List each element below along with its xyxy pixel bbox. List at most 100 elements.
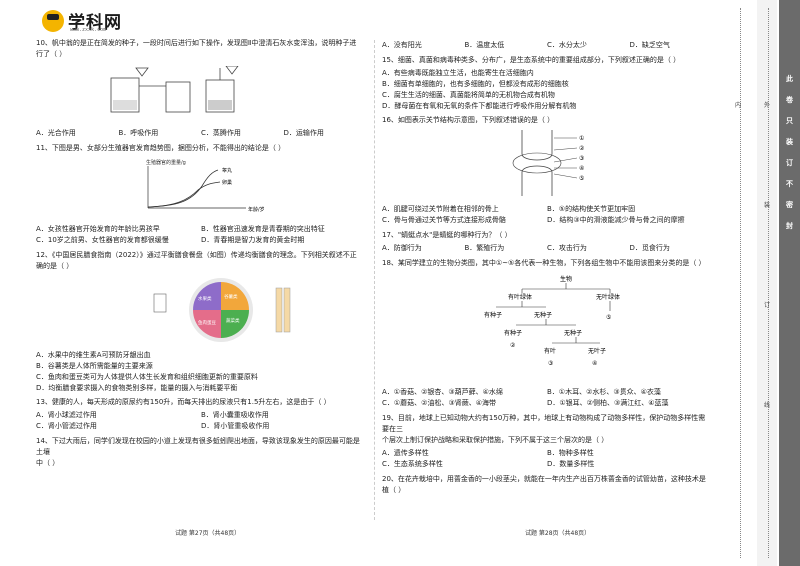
brand-name: 学科网: [68, 13, 122, 33]
question-19: 19、目前，地球上已知动物大约有150万种，其中，地球上有动物构成了动物多样性，…: [382, 414, 706, 444]
left-column: 10、帆中翁的是正在简发的种子，一段时间后进行如下操作，发现图Ⅱ中澄清石灰水变浑…: [36, 38, 366, 471]
plate-vegetables: [221, 310, 249, 338]
legend-ovary: 卵巢: [222, 179, 232, 186]
binding-strip: [757, 0, 777, 566]
option-c[interactable]: C．肾小管滤过作用: [36, 422, 97, 430]
option-c[interactable]: C．水分太少: [547, 41, 587, 49]
q13-options: A．肾小球滤过作用 B．肾小囊重吸收作用 C．肾小管滤过作用 D．肾小管重吸收作…: [36, 410, 366, 432]
option-c[interactable]: C．骨与骨通过关节等方式连接形成骨骼: [382, 216, 506, 224]
option-d[interactable]: D．运输作用: [283, 129, 324, 137]
option-d[interactable]: D．结构③中的滑液能减少骨与骨之间的摩擦: [547, 216, 685, 224]
option-d[interactable]: D．觅食行为: [629, 244, 670, 252]
option-b[interactable]: B．肾小囊重吸收作用: [201, 411, 269, 419]
option-c[interactable]: C．攻击行为: [547, 244, 587, 252]
q16-options: A．肌腱可绕过关节附着在相邻的骨上 B．⑤的结构使关节更加牢固 C．骨与骨通过关…: [382, 204, 712, 226]
option-d[interactable]: D．数量多样性: [547, 460, 595, 468]
diet-plate-figure: 谷薯类 蔬菜类 鱼肉蛋豆 水果类: [153, 278, 291, 342]
outer-binding-line: [768, 8, 769, 558]
option-b[interactable]: B．呼吸作用: [118, 129, 159, 137]
option-c[interactable]: C．生态系统多样性: [382, 460, 443, 468]
option-a[interactable]: A．水果中的维生素A可预防牙龈出血: [36, 351, 151, 359]
node-no-seed: 无种子: [534, 311, 552, 319]
plate-grains: [221, 282, 249, 310]
q11-options: A．女孩性器官开始发育的年龄比男孩早 B．性器官迅速发育是青春期的突出特征 C．…: [36, 224, 366, 246]
seal-bar: [779, 0, 800, 566]
option-b[interactable]: B．繁殖行为: [464, 244, 505, 252]
q15-options: A．有些病毒既能独立生活，也能寄生在活细胞内 B．细菌有单细胞的，也有多细胞的，…: [382, 68, 712, 112]
svg-text:水果类: 水果类: [198, 295, 212, 302]
option-b[interactable]: B．⑤的结构使关节更加牢固: [547, 205, 636, 213]
liquid: [208, 100, 232, 110]
option-b[interactable]: B．①木耳、②水杉、③贯众、④衣藻: [547, 388, 661, 396]
option-a[interactable]: A．有些病毒既能独立生活，也能寄生在活细胞内: [382, 69, 534, 77]
node-no-leaf: 无叶子: [588, 347, 606, 355]
classification-tree: 生物 有叶绿体 无叶绿体 有种子 无种子 ⑤ 有种子 无种子 ① 有叶 无叶子 …: [484, 275, 620, 367]
upper-bone: [521, 130, 553, 161]
seal-char-5: 订: [786, 159, 793, 167]
q19-options: A．遗传多样性 B．物种多样性 C．生态系统多样性 D．数量多样性: [382, 448, 712, 470]
node-no-seed-2: 无种子: [564, 329, 582, 337]
option-d[interactable]: D．青春期是智力发育的黄金时期: [201, 236, 305, 244]
outer-label: 外: [764, 102, 771, 109]
label-4: ④: [579, 165, 584, 172]
column-divider: [374, 40, 375, 520]
svg-text:蔬菜类: 蔬菜类: [226, 317, 240, 324]
question-15: 15、细菌、真菌和病毒种类多、分布广，是生态系统中的重要组成部分，下列叙述正确的…: [382, 56, 681, 64]
testis-curve: [147, 169, 219, 208]
node-has-seed-2: 有种子: [504, 329, 522, 337]
option-a[interactable]: A．肌腱可绕过关节附着在相邻的骨上: [382, 205, 499, 213]
option-d[interactable]: D．均衡膳食要求摄入的食物类别多样，能量的摄入与消耗要平衡: [36, 384, 238, 392]
option-d[interactable]: D．①银耳、②侧柏、③满江红、④蓝藻: [547, 399, 669, 407]
option-d[interactable]: D．肾小管重吸收作用: [201, 422, 270, 430]
option-c[interactable]: C．腐生生活的细菌、真菌能将简单的无机物合成有机物: [382, 91, 555, 99]
brand-logo: 学科网: [42, 8, 122, 33]
option-a[interactable]: A．没有阳光: [382, 41, 422, 49]
inner-binding-line: [740, 8, 741, 558]
legend-testis: 睾丸: [222, 167, 232, 174]
bind-label-ding: 订: [764, 302, 771, 309]
chopsticks-icon: [275, 287, 283, 333]
question-18: 18、某同学建立的生物分类图，其中①~⑤各代表一种生物，下列各组生物中不能用该图…: [382, 259, 706, 267]
option-a[interactable]: A．光合作用: [36, 129, 76, 137]
option-b[interactable]: B．温度太低: [464, 41, 505, 49]
option-a[interactable]: A．肾小球滤过作用: [36, 411, 97, 419]
question-12: 12、《中国居民膳食指南（2022）》通过平衡膳食餐盘（如图）传递均衡膳食的理念…: [36, 251, 357, 270]
question-20: 20、在花卉栽培中，用蔷金香的一小段茎尖，就能在一年内生产出百万株蔷金香的试管幼…: [382, 475, 706, 494]
chart-y-label: 生殖器官的重量/g: [146, 159, 186, 166]
option-c[interactable]: C．①蘑菇、②油松、③肾蕨、④海带: [382, 399, 496, 407]
svg-text:鱼肉蛋豆: 鱼肉蛋豆: [198, 319, 216, 326]
flask-2: [165, 81, 191, 113]
option-d[interactable]: D．酵母菌在有氧和无氧的条件下都能进行呼吸作用分解有机物: [382, 102, 577, 110]
option-c[interactable]: C．鱼肉和蛋豆类可为人体提供人体生长发育和组织细胞更新的重要原料: [36, 373, 258, 381]
node-no-chlorophyll: 无叶绿体: [596, 293, 620, 301]
q18-options: A．①香菇、②银杏、③葫芦藓、④水绵 B．①木耳、②水杉、③贯众、④衣藻 C．①…: [382, 387, 712, 409]
plate-fruit: [193, 282, 221, 310]
option-b[interactable]: B．细菌有单细胞的，也有多细胞的，但都没有成形的细胞核: [382, 80, 569, 88]
label-5: ⑤: [579, 175, 584, 182]
seal-char-1: 此: [786, 75, 793, 83]
option-b[interactable]: B．谷薯类是人体所需能量的主要来源: [36, 362, 153, 370]
option-c[interactable]: C．蒸腾作用: [201, 129, 241, 137]
flask-1: [110, 77, 140, 113]
milk-cup-icon: [153, 293, 167, 313]
option-c[interactable]: C．10岁之前男、女性器官的发育都很缓慢: [36, 236, 169, 244]
ovary-curve: [147, 181, 221, 208]
seal-char-4: 装: [786, 138, 793, 146]
option-a[interactable]: A．①香菇、②银杏、③葫芦藓、④水绵: [382, 388, 503, 396]
label-3: ③: [579, 155, 584, 162]
option-d[interactable]: D．缺乏空气: [629, 41, 670, 49]
bind-label-xian: 线: [764, 402, 771, 409]
option-a[interactable]: A．防御行为: [382, 244, 422, 252]
question-16: 16、如图表示关节结构示意图，下列叙述错误的是（ ）: [382, 116, 555, 124]
page-footer-right: 试题 第28页（共48页）: [525, 530, 591, 537]
option-b[interactable]: B．物种多样性: [547, 449, 594, 457]
node-has-seed: 有种子: [484, 311, 502, 319]
plate-protein: [193, 310, 221, 338]
question-10: 10、帆中翁的是正在简发的种子，一段时间后进行如下操作，发现图Ⅱ中澄清石灰水变浑…: [36, 39, 357, 58]
option-a[interactable]: A．遗传多样性: [382, 449, 429, 457]
option-a[interactable]: A．女孩性器官开始发育的年龄比男孩早: [36, 225, 160, 233]
option-b[interactable]: B．性器官迅速发育是青春期的突出特征: [201, 225, 325, 233]
leaf-5: ⑤: [606, 314, 611, 321]
growth-chart: 生殖器官的重量/g 睾丸 卵巢 年龄/岁: [146, 159, 265, 213]
